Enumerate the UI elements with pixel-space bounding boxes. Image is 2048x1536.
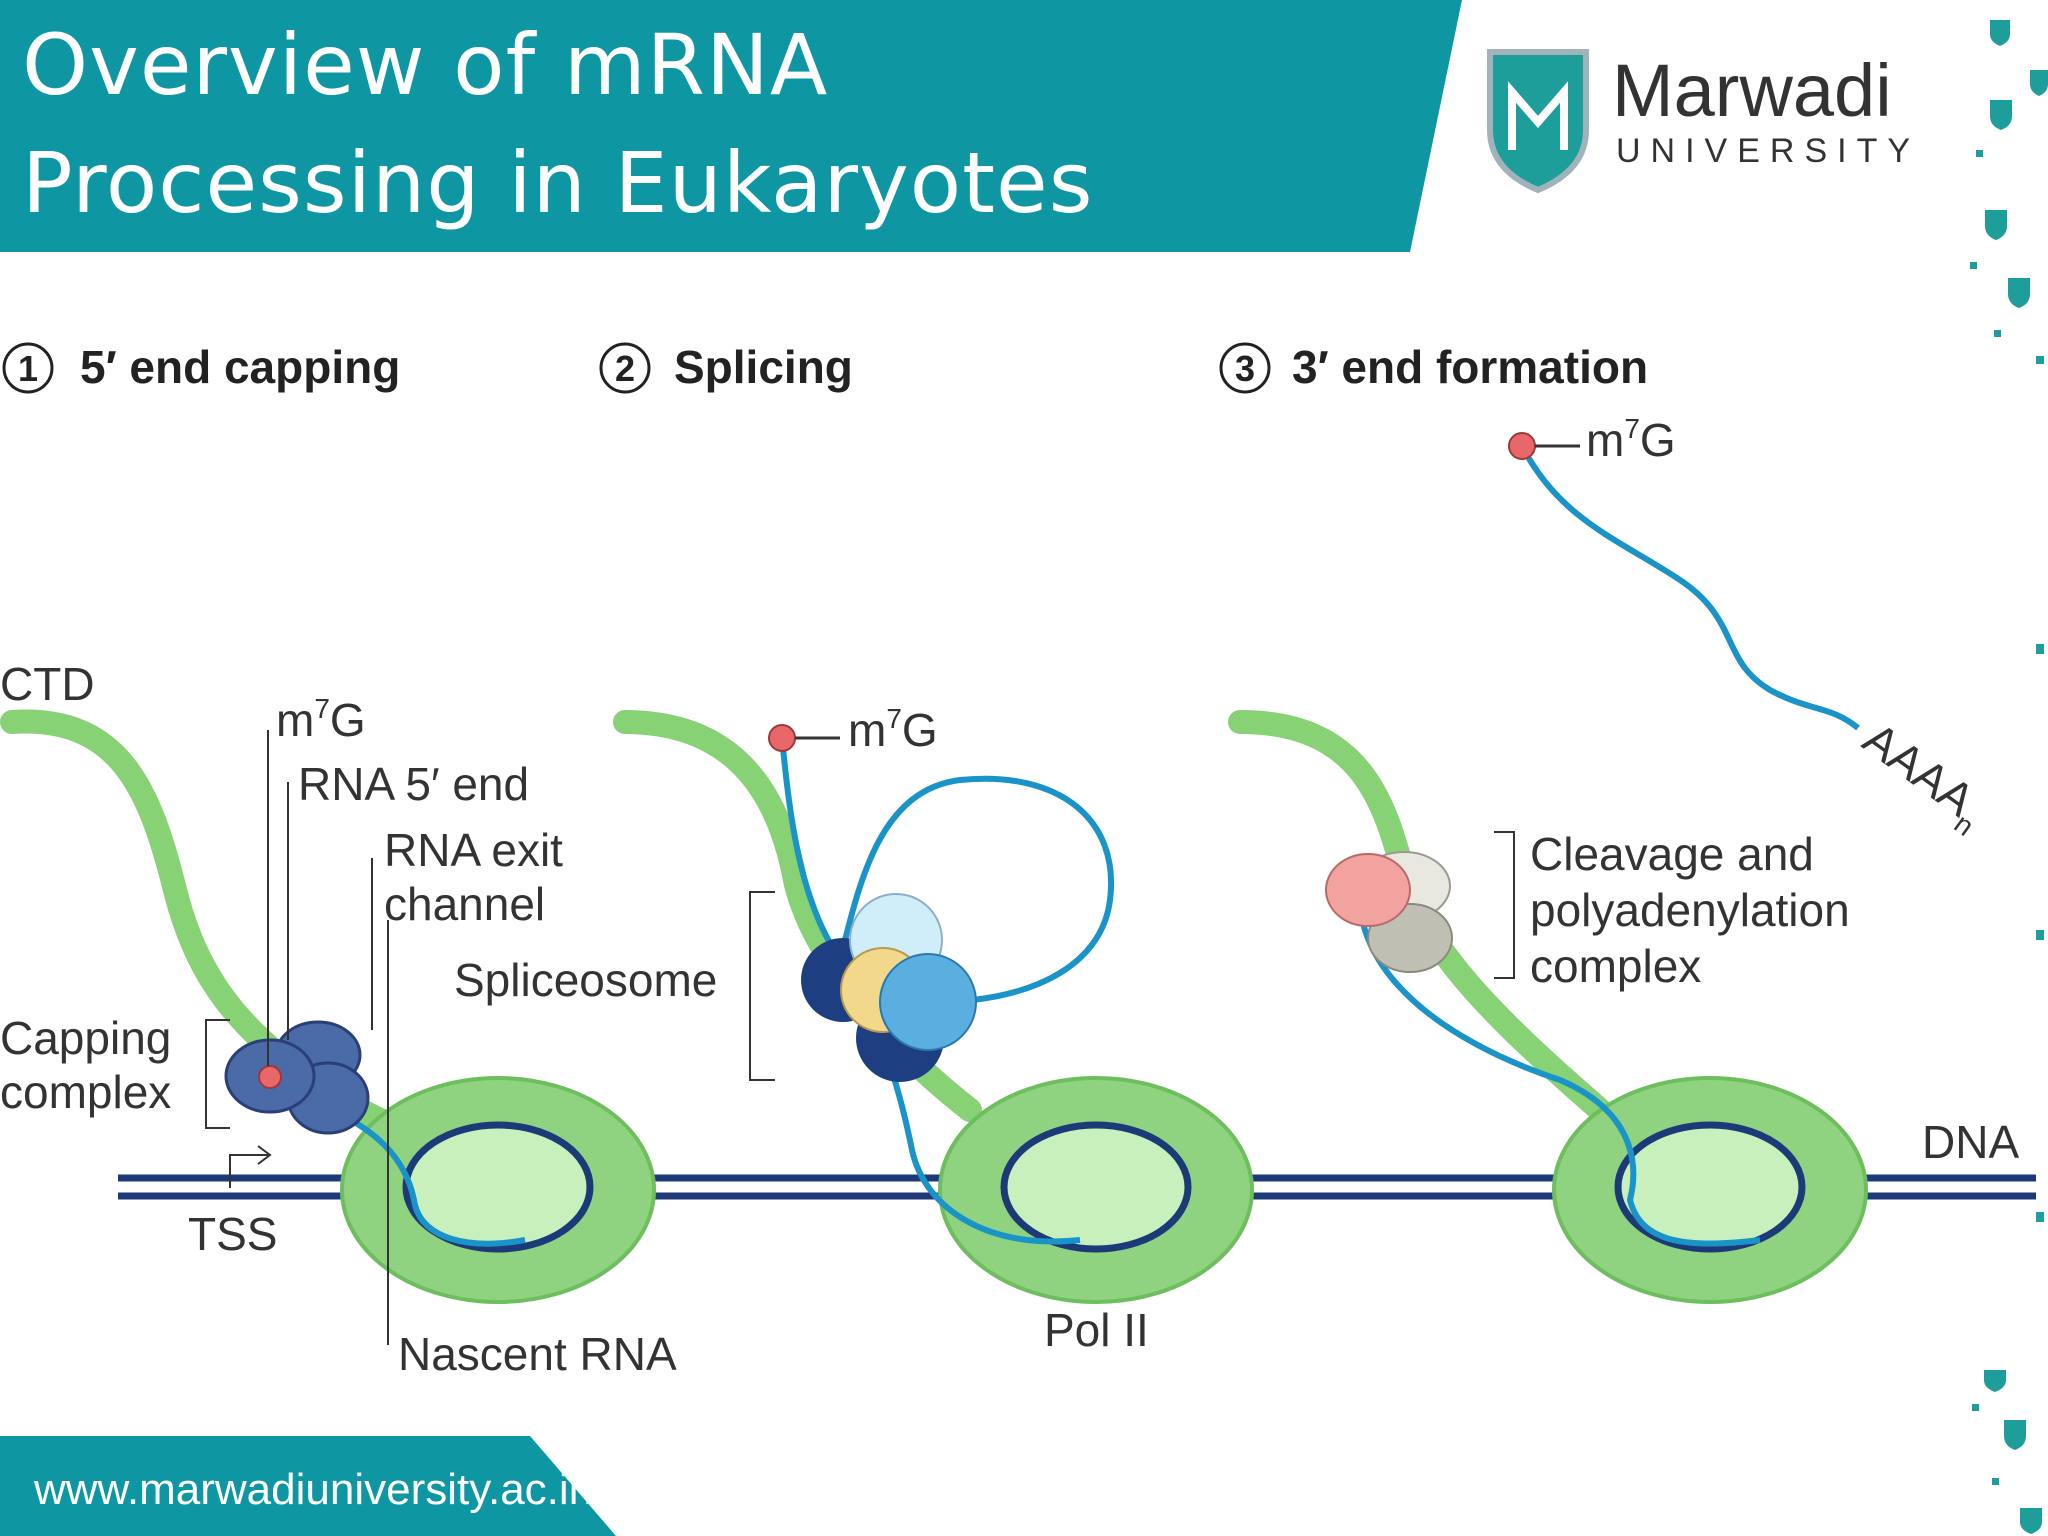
- university-logo: Marwadi UNIVERSITY: [1487, 49, 1920, 194]
- label-m7g-1: m7G: [276, 693, 366, 746]
- spliceosome: [801, 893, 977, 1082]
- label-dna: DNA: [1922, 1116, 2019, 1168]
- slide-title-line2: Processing in Eukaryotes: [22, 134, 1094, 232]
- step-number-3: 3: [1235, 348, 1255, 389]
- label-poly-a-tail: AAAAn: [1849, 712, 1996, 842]
- capping-complex: [224, 1020, 370, 1135]
- label-pol-ii: Pol II: [1044, 1304, 1149, 1356]
- slide-title-line1: Overview of mRNA: [22, 16, 828, 114]
- cleavage-polyadenylation-complex: [1325, 851, 1453, 973]
- step-label-3: 3′ end formation: [1292, 341, 1648, 393]
- cleaved-rna-3: [1356, 879, 1761, 1247]
- step-header-2: 2 Splicing: [599, 341, 853, 394]
- label-spliceosome: Spliceosome: [454, 954, 717, 1006]
- label-m7g-3: m7G: [1586, 413, 1676, 466]
- pol-ii-2: [938, 1076, 1254, 1304]
- step-label-2: Splicing: [674, 341, 853, 393]
- step-header-3: 3 3′ end formation: [1219, 341, 1648, 394]
- m7g-cap-2-icon: [768, 724, 796, 752]
- title-banner: [0, 0, 1462, 252]
- step-header-1: 1 5′ end capping: [2, 341, 400, 394]
- pol-ii-1: [340, 1076, 656, 1304]
- footer-banner: [0, 1436, 616, 1536]
- released-mrna: [1519, 444, 1860, 731]
- label-nascent-rna: Nascent RNA: [398, 1328, 677, 1380]
- step-number-2: 2: [615, 348, 635, 389]
- pol-ii-3: [1552, 1076, 1868, 1304]
- logo-name: Marwadi: [1612, 49, 1892, 132]
- label-capping-line2: complex: [0, 1066, 171, 1118]
- decorative-shield-pattern: [1970, 20, 2048, 1534]
- logo-subtitle: UNIVERSITY: [1616, 132, 1920, 170]
- label-tss: TSS: [188, 1208, 277, 1260]
- logo-m-icon: [1508, 81, 1568, 150]
- label-ctd: CTD: [0, 658, 95, 710]
- label-cleavage-line2: polyadenylation: [1530, 884, 1850, 936]
- step-number-1: 1: [18, 348, 38, 389]
- m7g-cap-3-icon: [1508, 432, 1536, 460]
- label-cleavage-line1: Cleavage and: [1530, 828, 1814, 880]
- label-m7g-2: m7G: [848, 703, 938, 756]
- spliced-rna-loop: [837, 775, 1115, 1005]
- label-rna-exit-line1: RNA exit: [384, 824, 563, 876]
- label-rna-5-end: RNA 5′ end: [298, 758, 529, 810]
- website-link[interactable]: www.marwadiuniversity.ac.in: [33, 1465, 593, 1514]
- leader-lines: [205, 730, 1515, 1345]
- step-label-1: 5′ end capping: [80, 341, 400, 393]
- label-cleavage-line3: complex: [1530, 940, 1701, 992]
- label-capping-line1: Capping: [0, 1012, 171, 1064]
- label-rna-exit-line2: channel: [384, 878, 545, 930]
